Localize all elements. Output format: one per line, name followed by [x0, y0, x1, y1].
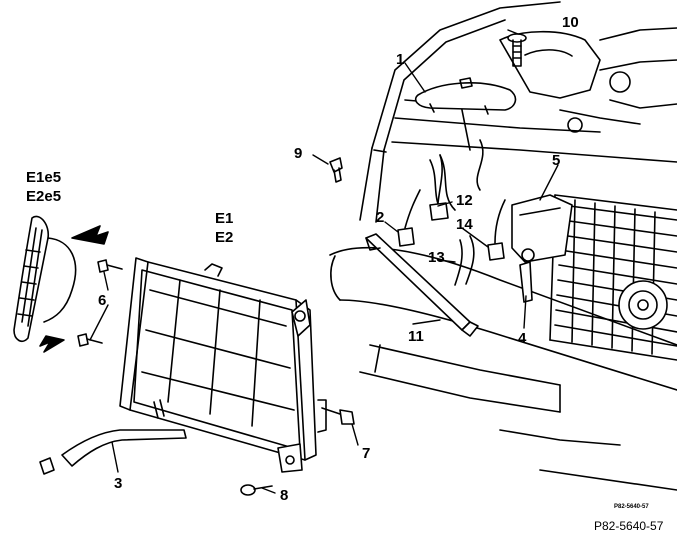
callout-1: 1 [396, 51, 404, 68]
figure-code: P82-5640-57 [594, 519, 664, 533]
bolt-7-part [321, 407, 355, 425]
radiator-grille [549, 194, 677, 361]
leader-lines [89, 29, 559, 494]
screws-6-part [77, 259, 123, 347]
bolt-9-part [329, 157, 343, 183]
headlamp-assembly-part [119, 257, 327, 473]
callout-6: 6 [98, 292, 106, 309]
callout-11: 11 [408, 328, 424, 345]
callout-e1: E1 [215, 210, 233, 227]
support-strut-part [365, 233, 479, 337]
upper-cover-part [414, 77, 517, 115]
adjusting-shaft-part [39, 399, 187, 475]
callout-9: 9 [294, 145, 302, 162]
callout-8: 8 [280, 487, 288, 504]
bolt-8-part [240, 484, 273, 496]
callout-12: 12 [456, 192, 473, 209]
callout-3: 3 [114, 475, 122, 492]
upper-bolt-part [507, 33, 527, 67]
callout-2: 2 [376, 209, 384, 226]
callout-5: 5 [552, 152, 560, 169]
wiring-harness-part [397, 154, 506, 286]
side-marker-lamp-part [13, 215, 109, 353]
vehicle-body [329, 1, 677, 491]
callout-4: 4 [518, 330, 527, 347]
callout-14: 14 [456, 216, 473, 233]
callout-10: 10 [562, 14, 579, 31]
callout-e2: E2 [215, 229, 233, 246]
adjuster-part [519, 261, 533, 303]
figure-code-small: P82-5640-57 [614, 504, 649, 510]
callout-e2e5: E2e5 [26, 188, 61, 205]
callout-13: 13 [428, 249, 445, 266]
callout-labels: 1 10 5 9 2 12 14 13 11 4 E1 E2 E1e5 E2e5… [26, 14, 664, 533]
callout-e1e5: E1e5 [26, 169, 61, 186]
callout-7: 7 [362, 445, 370, 462]
mounting-bracket-part [511, 194, 573, 263]
